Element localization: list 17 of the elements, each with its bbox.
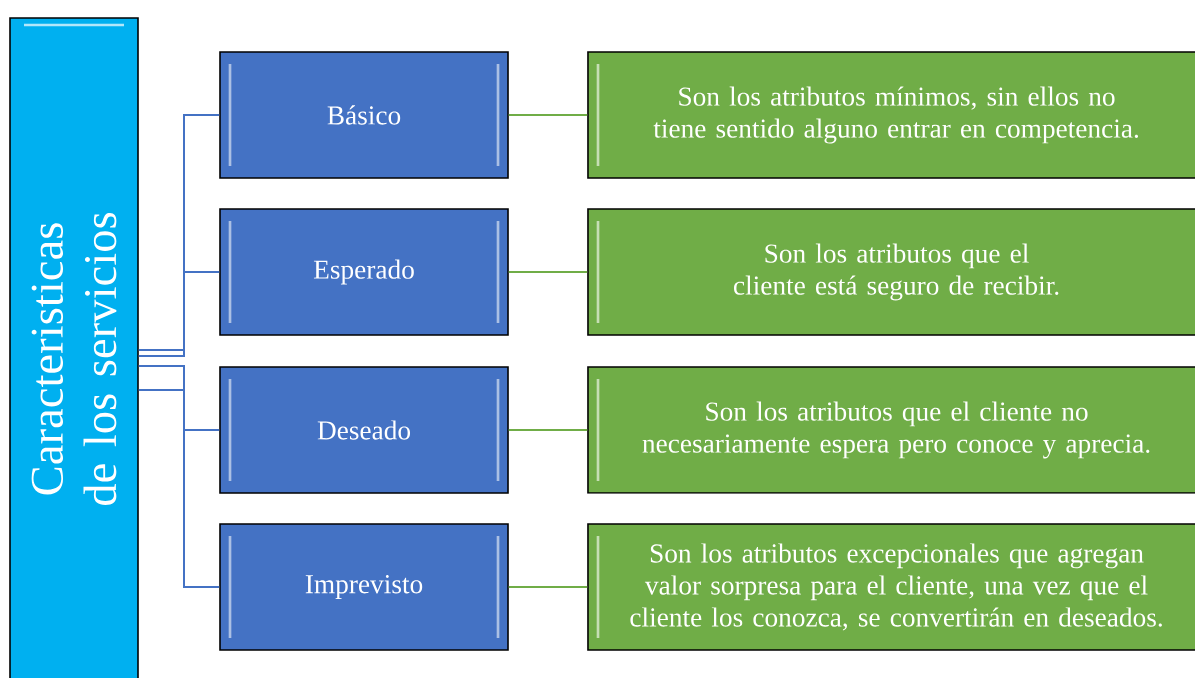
- connector-line: [137, 365, 221, 431]
- connector-line: [507, 586, 589, 588]
- connector-line: [137, 114, 221, 351]
- description-box: Son los atributos mínimos, sin ellos no tiene sentido alguno entrar en competencia.: [587, 51, 1195, 179]
- connector-line: [137, 389, 221, 588]
- title-box: Caracteristicas de los servicios: [9, 17, 139, 678]
- connector-line: [507, 114, 589, 116]
- category-box: Deseado: [219, 366, 509, 494]
- description-box: Son los atributos que el cliente no necesariamente espera pero conoce y aprecia.: [587, 366, 1195, 494]
- category-box: Imprevisto: [219, 523, 509, 651]
- connector-line: [507, 271, 589, 273]
- description-box: Son los atributos excepcionales que agregan valor sorpresa para el cliente, una vez que el cliente los conozca, se convertirán en deseados.: [587, 523, 1195, 651]
- category-box: Esperado: [219, 208, 509, 336]
- category-box: Básico: [219, 51, 509, 179]
- connector-line: [507, 429, 589, 431]
- connector-line: [137, 271, 221, 357]
- description-box: Son los atributos que el cliente está seguro de recibir.: [587, 208, 1195, 336]
